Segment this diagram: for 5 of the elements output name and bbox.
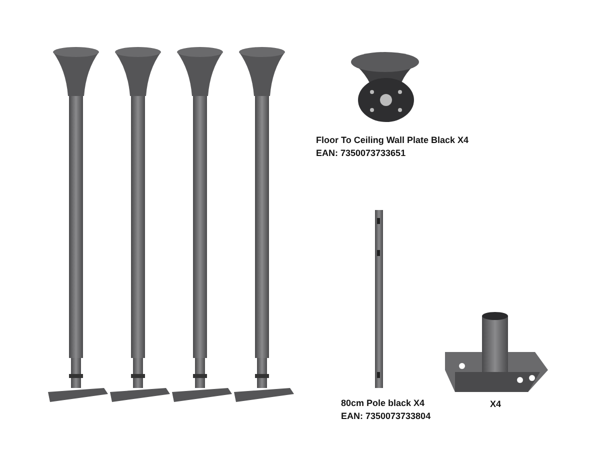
- part-label: Floor To Ceiling Wall Plate Black X4: [316, 134, 469, 146]
- part-label: 80cm Pole black X4: [341, 397, 425, 409]
- part-label: X4: [490, 398, 502, 410]
- part-label: EAN: 7350073733804: [341, 410, 431, 422]
- part-label: EAN: 7350073733651: [316, 147, 406, 159]
